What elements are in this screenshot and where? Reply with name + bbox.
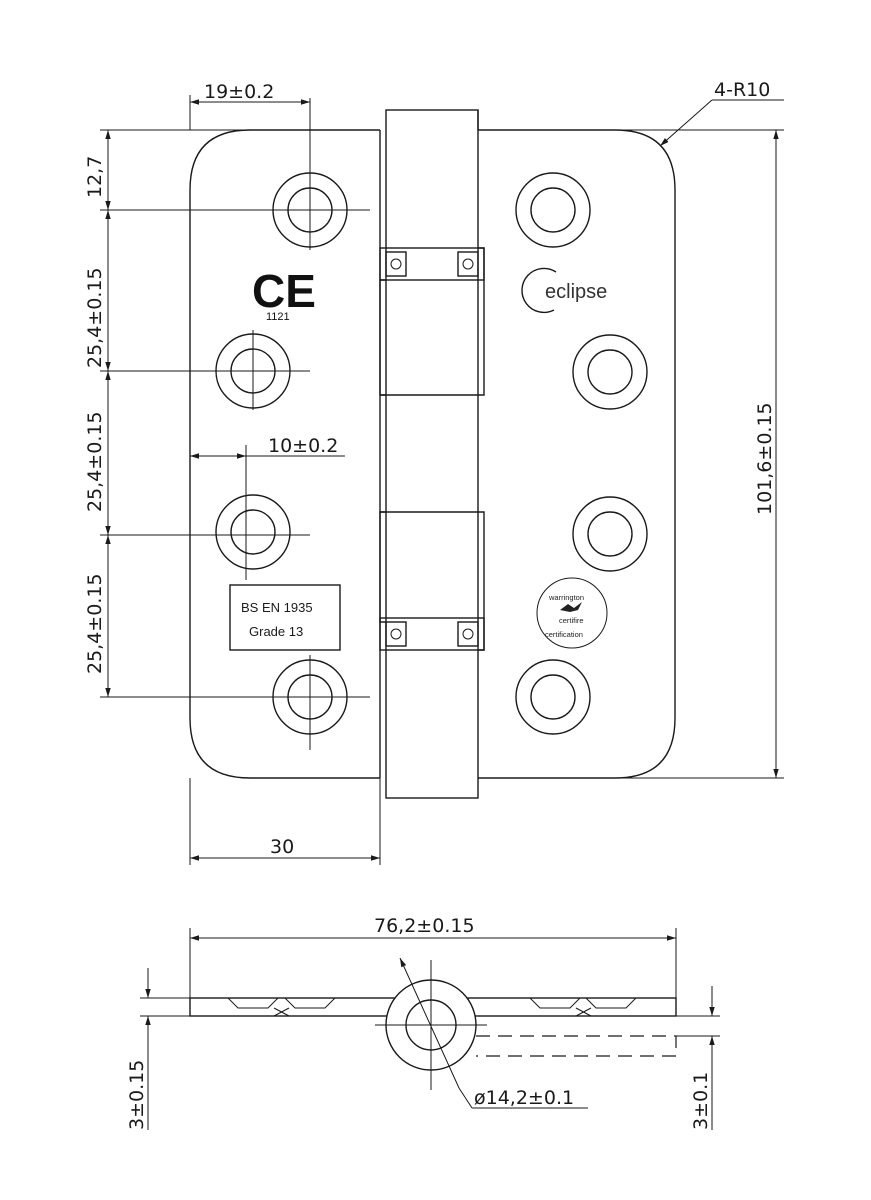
dim-text-12-7: 12,7 — [84, 156, 106, 198]
dim-text-pitch-1: 25,4±0.15 — [84, 267, 106, 368]
dim-text-19: 19±0.2 — [204, 81, 274, 103]
dim-knuckle-diameter: ø14,2±0.1 — [399, 957, 588, 1109]
dim-text-pitch-3: 25,4±0.15 — [84, 573, 106, 674]
dim-text-101-6: 101,6±0.15 — [754, 402, 776, 515]
dim-text-3-01: 3±0.1 — [690, 1072, 712, 1130]
right-leaf-outline — [478, 129, 676, 779]
knuckle-barrel — [385, 109, 479, 799]
section-open-leaf-dashed — [476, 1035, 677, 1057]
section-left-leaf — [189, 997, 396, 1017]
seal-top-text: warrington — [548, 593, 584, 602]
knuckle-segment-right-lower — [478, 511, 485, 651]
dim-text-76-2: 76,2±0.15 — [374, 915, 475, 937]
dim-corner-radius: 4-R10 — [659, 79, 784, 147]
bearing-bottom — [379, 617, 485, 651]
ce-mark: CE 1121 — [252, 265, 316, 323]
dim-text-pitch-2: 25,4±0.15 — [84, 411, 106, 512]
standard-line1: BS EN 1935 — [241, 600, 313, 615]
screw-hole-right-3 — [572, 496, 648, 572]
section-right-leaf — [467, 997, 677, 1017]
dim-text-diameter: ø14,2±0.1 — [474, 1087, 574, 1109]
dim-text-30: 30 — [270, 836, 294, 858]
seal-bottom-text: certification — [545, 630, 583, 639]
seal-middle-text: certifire — [559, 616, 584, 625]
knuckle-segment-right — [478, 247, 485, 396]
dim-hole-offset-top: 19±0.2 — [189, 81, 310, 130]
certification-seal: warrington certifire certification — [536, 577, 608, 649]
dim-leaf-thickness-right: 3±0.1 — [676, 986, 720, 1130]
screw-hole-right-4 — [515, 659, 591, 735]
standard-label: BS EN 1935 Grade 13 — [229, 584, 341, 651]
dim-text-r10: 4-R10 — [714, 79, 770, 101]
ce-number: 1121 — [266, 311, 290, 323]
standard-line2: Grade 13 — [249, 624, 303, 639]
hole-centerlines — [100, 98, 370, 750]
dim-leaf-thickness-left: 3±0.15 — [126, 968, 190, 1130]
dim-text-3-015: 3±0.15 — [126, 1060, 148, 1130]
screw-hole-right-1 — [515, 172, 591, 248]
dim-vertical-chain: 12,7 25,4±0.15 25,4±0.15 25,4±0.15 — [84, 129, 380, 697]
section-view: 76,2±0.15 3±0.15 3±0.1 ø14,2±0.1 — [126, 915, 720, 1130]
ce-logo: CE — [252, 265, 316, 317]
knuckle-segment-left — [379, 279, 386, 396]
dim-leaf-width: 30 — [189, 778, 381, 865]
brand-name: eclipse — [545, 281, 607, 303]
front-view: CE 1121 eclipse BS EN 1935 Grade 13 warr… — [84, 79, 784, 865]
knuckle-segment-left-lower — [379, 511, 386, 623]
dim-height: 101,6±0.15 — [478, 129, 784, 779]
screw-hole-right-2 — [572, 334, 648, 410]
dim-inner-offset: 10±0.2 — [190, 435, 345, 459]
eclipse-logo: eclipse — [521, 267, 607, 314]
bearing-top — [379, 247, 485, 281]
dim-open-width: 76,2±0.15 — [189, 915, 677, 998]
dim-text-10: 10±0.2 — [268, 435, 338, 457]
screw-hole-left-3 — [215, 494, 291, 570]
